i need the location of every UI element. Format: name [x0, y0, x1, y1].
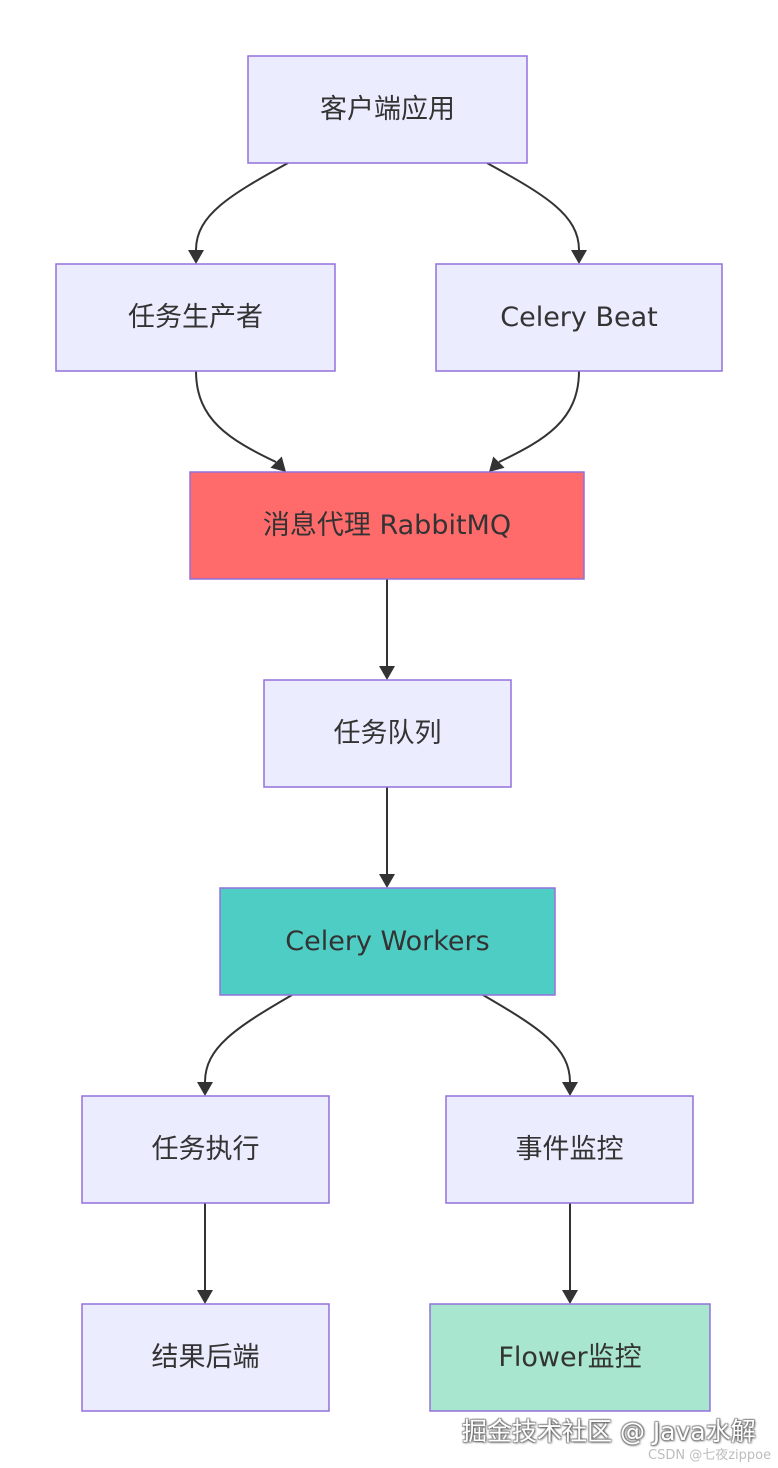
node-broker: 消息代理 RabbitMQ [189, 471, 585, 580]
node-exec: 任务执行 [81, 1095, 330, 1204]
arrow-head-icon [188, 250, 204, 264]
node-client: 客户端应用 [247, 55, 528, 164]
node-box [55, 263, 336, 372]
node-beat: Celery Beat [435, 263, 723, 372]
edge-client-beat [486, 162, 580, 251]
arrow-head-icon [489, 456, 505, 472]
node-box [81, 1303, 330, 1412]
edge-workers-exec [204, 994, 293, 1083]
node-label: Celery Workers [285, 926, 489, 957]
edge-workers-events [482, 994, 571, 1083]
node-box [263, 679, 512, 788]
node-workers: Celery Workers [219, 887, 556, 996]
watermark-juejin: 掘金技术社区 @ Java水解 [462, 1417, 756, 1446]
edge-producer-broker [195, 370, 277, 463]
node-label: 消息代理 RabbitMQ [263, 510, 511, 541]
node-producer: 任务生产者 [55, 263, 336, 372]
node-box [247, 55, 528, 164]
node-label: Celery Beat [500, 302, 658, 333]
node-label: Flower监控 [498, 1342, 641, 1373]
node-label: 客户端应用 [320, 94, 455, 125]
arrow-head-icon [571, 250, 587, 264]
node-label: 任务队列 [334, 718, 442, 749]
node-box [219, 887, 556, 996]
node-backend: 结果后端 [81, 1303, 330, 1412]
node-flower: Flower监控 [429, 1303, 711, 1412]
edge-beat-broker [498, 370, 580, 463]
arrow-head-icon [379, 874, 395, 888]
node-box [435, 263, 723, 372]
node-label: 事件监控 [516, 1134, 624, 1165]
node-events: 事件监控 [445, 1095, 694, 1204]
watermark-csdn: CSDN @七夜zippoe [648, 1448, 772, 1463]
edge-client-producer [195, 162, 289, 251]
arrow-head-icon [562, 1082, 578, 1096]
node-label: 任务生产者 [128, 302, 263, 333]
arrow-head-icon [197, 1082, 213, 1096]
arrow-head-icon [562, 1290, 578, 1304]
node-box [445, 1095, 694, 1204]
node-label: 任务执行 [152, 1134, 260, 1165]
arrow-head-icon [379, 666, 395, 680]
node-box [429, 1303, 711, 1412]
node-queue: 任务队列 [263, 679, 512, 788]
node-box [189, 471, 585, 580]
node-box [81, 1095, 330, 1204]
node-label: 结果后端 [152, 1342, 260, 1373]
arrow-head-icon [270, 456, 286, 472]
arrow-head-icon [197, 1290, 213, 1304]
